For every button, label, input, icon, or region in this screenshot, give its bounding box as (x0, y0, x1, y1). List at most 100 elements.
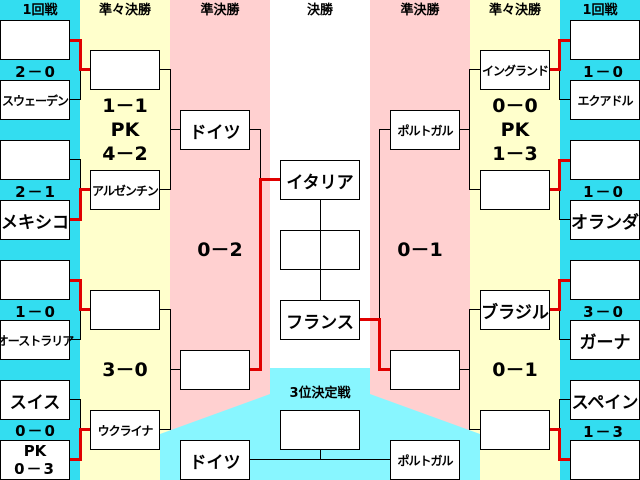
left-r1-m1-score: 2－0 (15, 63, 57, 81)
line-right-sf-stub-a (380, 129, 390, 130)
right-r1-m4-score: 1－3 (583, 423, 625, 441)
line-left-r1-m3-out (79, 308, 90, 311)
right-r1-m2-team-b: オランダ (570, 200, 640, 240)
line-left-sf-vertical (259, 178, 262, 371)
line-left-r1-m1-stub-b (70, 99, 80, 100)
line-right-qf-m1-stub-a (470, 69, 480, 70)
left-qf-m1-pk-score: 4－2 (102, 143, 148, 165)
line-right-r1-m2-out (550, 188, 561, 191)
line-left-r1-m4-vertical (79, 428, 82, 461)
right-r1-m3-team-a (570, 260, 640, 300)
line-left-r1-m3-stub-b (70, 339, 80, 340)
left-sf-score: 0－2 (197, 239, 243, 261)
right-qf-m1-pk-label: PK (500, 119, 530, 141)
line-right-r1-m2-vertical (558, 159, 561, 191)
left-r1-m2-team-b: メキシコ (0, 200, 70, 240)
right-qf-m1-score: 0－0 (492, 95, 538, 117)
right-r1-m2-score: 1－0 (583, 183, 625, 201)
header-semifinal-right: 準決勝 (400, 3, 440, 18)
semifinal-left-column (170, 0, 270, 480)
line-right-r1-m1-vertical (558, 39, 561, 71)
left-r1-m3-score: 1－0 (15, 303, 57, 321)
third-place-team-left: ドイツ (180, 440, 250, 480)
left-r1-m4-pk-score: 0－3 (14, 460, 56, 478)
line-left-sf-out (259, 178, 280, 181)
line-left-r1-m4-out (79, 428, 90, 431)
line-right-r1-m4-out (550, 428, 561, 431)
line-left-r1-m3-vertical (79, 279, 82, 311)
left-qf-m1-score: 1－1 (102, 95, 148, 117)
line-left-r1-m2-out (79, 188, 90, 191)
header-quarterfinal-left: 準々決勝 (98, 3, 151, 18)
left-qf-m1-pk-label: PK (110, 119, 140, 141)
left-r1-m4-pk-label: PK (23, 442, 47, 460)
line-left-r1-m3-vertical-lower (80, 310, 81, 340)
line-left-sf-stub-a (250, 129, 260, 130)
header-round1-left: 1回戦 (22, 3, 58, 18)
line-right-r1-m1-stub-b (560, 99, 570, 100)
right-r1-m1-team-a (570, 20, 640, 60)
line-left-r1-m2-vertical (79, 188, 82, 221)
left-r1-m3-team-a (0, 260, 70, 300)
line-right-r1-m4-vertical-upper (559, 399, 560, 430)
line-right-r1-m3-out (550, 308, 561, 311)
line-right-r1-m4-stub-a (560, 399, 570, 400)
line-left-r1-m4-vertical-upper (80, 399, 81, 430)
right-r1-m4-team-b (570, 440, 640, 480)
line-right-qf-m2-out (460, 369, 470, 370)
right-qf-m2-team-b (480, 410, 550, 450)
right-qf-m1-pk-score: 1－3 (492, 143, 538, 165)
line-final-connector (320, 200, 321, 300)
line-left-r1-m4-stub-b (70, 458, 80, 461)
line-left-r1-m1-vertical-lower (80, 70, 81, 100)
line-right-r1-m2-stub-b (560, 219, 570, 220)
left-sf-team-a: ドイツ (180, 110, 250, 150)
line-right-r1-m2-vertical-lower (559, 190, 560, 220)
left-r1-m4-score: 0－0 (15, 422, 57, 440)
line-right-r1-m3-vertical-lower (559, 310, 560, 340)
left-r1-m1-team-a (0, 20, 70, 60)
left-sf-team-b (180, 350, 250, 390)
line-left-r1-m4-stub-a (70, 399, 80, 400)
right-qf-m1-team-a: イングランド (480, 50, 550, 90)
line-right-r1-m1-out (550, 68, 561, 71)
left-r1-m2-team-a (0, 140, 70, 180)
header-round1-right: 1回戦 (582, 3, 618, 18)
line-left-r1-m2-vertical-upper (80, 159, 81, 190)
left-qf-m1-team-b: アルゼンチン (90, 170, 160, 210)
line-right-r1-m1-stub-a (560, 39, 570, 42)
right-r1-m4-team-a: スペイン (570, 380, 640, 420)
header-semifinal-left: 準決勝 (200, 3, 240, 18)
right-qf-m2-team-a: ブラジル (480, 290, 550, 330)
third-place-winner-slot (280, 410, 360, 450)
left-r1-m3-team-b: オーストラリア (0, 320, 74, 360)
right-r1-m2-team-a (570, 140, 640, 180)
line-right-r1-m2-stub-a (560, 159, 570, 162)
left-qf-m1-team-a (90, 50, 160, 90)
line-right-r1-m4-stub-b (560, 458, 570, 461)
line-right-r1-m3-vertical (558, 279, 561, 311)
line-right-qf-m2-stub-b (470, 429, 480, 430)
line-left-r1-m3-stub-a (70, 279, 80, 282)
header-quarterfinal-right: 準々決勝 (488, 3, 541, 18)
line-right-qf-m1-stub-b (470, 189, 480, 190)
final-champion: イタリア (280, 160, 360, 200)
third-place-team-right: ポルトガル (390, 440, 460, 480)
right-r1-m3-team-b: ガーナ (570, 320, 640, 360)
right-r1-m1-team-b: エクアドル (570, 80, 640, 120)
line-left-qf-m1-stub-a (160, 69, 170, 70)
line-left-qf-m1-out (170, 129, 180, 130)
left-qf-m2-score: 3－0 (102, 359, 148, 381)
line-left-r1-m1-out (79, 68, 90, 71)
right-r1-m3-score: 3－0 (583, 303, 625, 321)
line-right-r1-m1-vertical-lower (559, 70, 560, 100)
line-right-sf-out (360, 318, 381, 321)
left-r1-m4-team-b: PK 0－3 (0, 440, 70, 480)
left-r1-m1-team-b: スウェーデン (0, 80, 70, 120)
line-left-qf-m2-stub-a (160, 309, 170, 310)
header-final: 決勝 (306, 3, 333, 18)
line-left-sf-vertical-upper (260, 129, 261, 180)
line-third-place-up (320, 450, 321, 460)
semifinal-right-column (370, 0, 470, 480)
